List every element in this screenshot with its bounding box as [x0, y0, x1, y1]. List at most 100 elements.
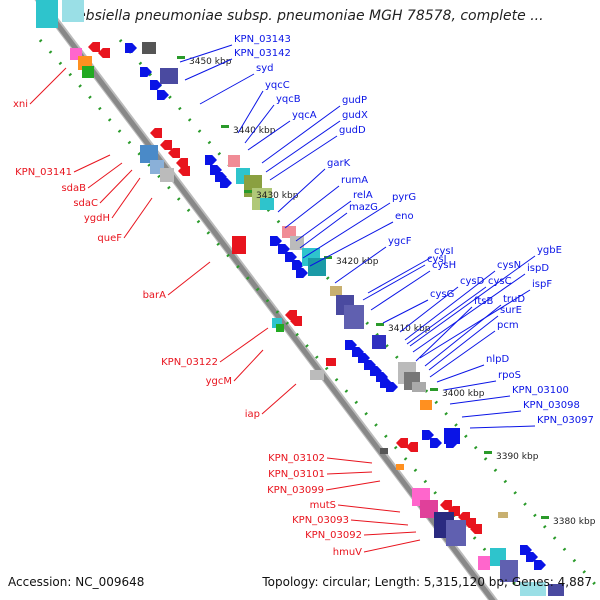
gene-leader-line [111, 177, 141, 219]
gene-label-forward: gudX [342, 110, 368, 121]
gene-leader-line [29, 67, 67, 105]
scale-tick [221, 125, 229, 128]
gene-label-forward: cysJ [427, 254, 447, 265]
gene-label-forward: pyrG [392, 192, 416, 203]
cds-feature [290, 236, 304, 250]
gene-leader-line [443, 380, 497, 391]
cds-feature [420, 500, 438, 518]
gene-label-forward: cysC [488, 276, 512, 287]
cds-feature [412, 382, 426, 392]
cds-feature [330, 286, 342, 296]
gene-leader-line [326, 471, 373, 475]
cds-feature [420, 400, 432, 410]
gene-label-reverse: ygdH [84, 213, 110, 224]
forward-gene-arrow [430, 438, 442, 448]
cds-feature [140, 145, 158, 163]
gene-leader-line [295, 200, 352, 242]
forward-gene-arrow [422, 430, 434, 440]
forward-gene-arrow [270, 236, 282, 246]
cds-feature [444, 428, 460, 444]
gene-leader-line [449, 395, 511, 405]
cds-feature [272, 318, 282, 328]
reverse-gene-arrow [178, 166, 190, 176]
cds-feature [326, 358, 336, 366]
gene-label-forward: pcm [497, 320, 519, 331]
cds-feature [478, 556, 490, 570]
gene-label-reverse: KPN_03092 [305, 530, 362, 541]
cds-feature [276, 324, 284, 332]
gene-label-forward: gudD [339, 125, 366, 136]
cds-feature [282, 226, 296, 238]
scale-tick [430, 388, 438, 391]
cds-feature [260, 198, 274, 210]
gene-leader-line [261, 105, 341, 164]
reverse-gene-arrow [458, 512, 470, 522]
gene-label-forward: cysI [434, 246, 454, 257]
gene-leader-line [424, 304, 502, 367]
cds-feature [446, 520, 466, 546]
scale-label: 3450 kbp [189, 57, 232, 67]
gene-leader-line [367, 256, 433, 294]
scale-tick [244, 190, 252, 193]
cds-feature [372, 335, 386, 349]
forward-gene-arrow [526, 552, 538, 562]
gene-label-forward: ygbE [537, 245, 562, 256]
gene-label-forward: cysN [497, 260, 521, 271]
gene-label-forward: yqcA [292, 110, 317, 121]
gene-label-forward: eno [395, 211, 414, 222]
gene-label-reverse: ygcM [206, 376, 232, 387]
gene-label-forward: garK [327, 158, 351, 169]
scale-tick [484, 451, 492, 454]
reverse-gene-arrow [406, 442, 418, 452]
cds-feature [62, 0, 84, 22]
gene-leader-line [184, 58, 233, 81]
reverse-gene-arrow [290, 316, 302, 326]
gene-label-forward: truD [503, 294, 525, 305]
gene-label-reverse: xni [13, 99, 28, 110]
gene-label-forward: rpoS [498, 370, 521, 381]
scale-tick [376, 323, 384, 326]
reverse-gene-arrow [160, 140, 172, 150]
gene-leader-line [167, 261, 211, 296]
reverse-gene-arrow [88, 42, 100, 52]
gene-label-forward: KPN_03097 [537, 415, 594, 426]
cds-feature [498, 512, 508, 518]
reverse-gene-arrow [176, 158, 188, 168]
gene-leader-line [337, 504, 401, 513]
cds-feature [548, 584, 564, 596]
gene-label-forward: yqcC [265, 80, 290, 91]
gene-label-forward: mazG [349, 202, 378, 213]
gene-label-forward: cysD [460, 276, 485, 287]
gene-leader-line [363, 531, 417, 536]
gene-label-reverse: KPN_03101 [268, 469, 325, 480]
cds-feature [380, 448, 388, 454]
gene-label-forward: surE [500, 305, 522, 316]
gene-leader-line [265, 120, 341, 173]
gene-leader-line [99, 169, 133, 204]
gene-label-reverse: KPN_03093 [292, 515, 349, 526]
gene-label-forward: KPN_03143 [234, 34, 291, 45]
reverse-gene-arrow [440, 500, 452, 510]
gene-leader-line [469, 425, 536, 429]
gene-leader-line [350, 519, 409, 526]
gene-label-reverse: KPN_03102 [268, 453, 325, 464]
accession-text: Accession: NC_009648 [8, 575, 145, 589]
gene-leader-line [461, 410, 522, 418]
gene-label-forward: syd [256, 63, 273, 74]
gene-label-forward: KPN_03098 [523, 400, 580, 411]
gene-leader-line [419, 289, 531, 359]
cds-feature [36, 0, 58, 28]
topology-info-text: Topology: circular; Length: 5,315,120 bp… [262, 575, 592, 589]
scale-label: 3420 kbp [336, 257, 379, 267]
forward-gene-arrow [278, 244, 290, 254]
outer-dotted-track [38, 39, 522, 591]
gene-leader-line [409, 255, 536, 347]
gene-leader-line [73, 154, 111, 173]
gene-label-forward: ispD [527, 263, 549, 274]
gene-leader-line [362, 264, 426, 301]
gene-label-reverse: KPN_03122 [161, 357, 218, 368]
cds-feature [160, 68, 178, 84]
cds-feature [344, 305, 364, 329]
gene-leader-line [406, 286, 487, 345]
cds-feature [142, 42, 156, 54]
